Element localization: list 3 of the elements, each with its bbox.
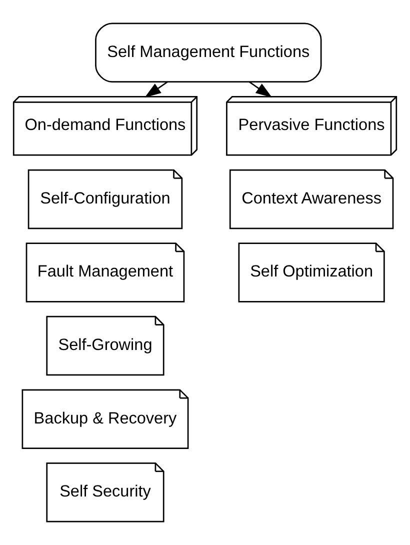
node-box: Self Management Functions: [95, 22, 322, 82]
arrow: [144, 81, 168, 98]
arrow: [248, 81, 272, 98]
